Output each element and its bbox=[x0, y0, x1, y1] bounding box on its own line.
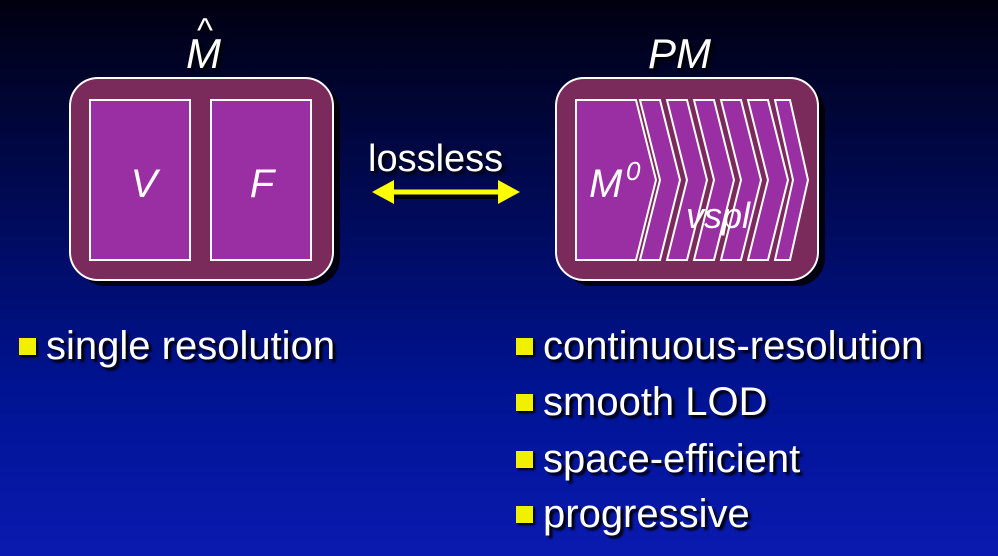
lossless-label: lossless bbox=[368, 138, 504, 180]
bullet-text: single resolution bbox=[46, 324, 336, 368]
progressive-mesh-title: PM bbox=[648, 30, 711, 77]
bullet-text: progressive bbox=[543, 492, 750, 536]
vsplit-chevron bbox=[638, 99, 682, 261]
bullet-square-icon bbox=[19, 337, 36, 355]
vsplit-chevron bbox=[692, 99, 736, 261]
hat-accent: ^ bbox=[197, 12, 213, 50]
mesh-panel: V F bbox=[69, 77, 340, 286]
bullet-square-icon bbox=[516, 337, 533, 355]
base-mesh-superscript: 0 bbox=[626, 156, 641, 186]
vsplit-chevron bbox=[719, 99, 763, 261]
faces-cell bbox=[210, 99, 312, 261]
bullet-item: continuous-resolution bbox=[516, 326, 923, 366]
progressive-mesh-panel: M 0 vspl bbox=[555, 77, 825, 286]
base-mesh-cell bbox=[575, 99, 658, 261]
bullet-item: single resolution bbox=[19, 326, 335, 366]
bullet-text: smooth LOD bbox=[543, 380, 768, 424]
bullet-item: progressive bbox=[516, 494, 750, 534]
lossless-double-arrow bbox=[372, 180, 520, 204]
vertices-cell bbox=[89, 99, 191, 261]
bullet-text: space-efficient bbox=[543, 437, 801, 481]
vsplit-label: vspl bbox=[686, 195, 751, 236]
mesh-title: M bbox=[186, 30, 221, 77]
base-mesh-label: M bbox=[589, 162, 623, 206]
faces-label: F bbox=[250, 162, 277, 206]
vsplit-chevron bbox=[746, 99, 790, 261]
vsplit-chevron bbox=[773, 99, 810, 261]
bullet-square-icon bbox=[516, 393, 533, 411]
bullet-item: space-efficient bbox=[516, 439, 800, 479]
bullet-text: continuous-resolution bbox=[543, 324, 924, 368]
bullet-square-icon bbox=[516, 450, 533, 468]
vsplit-chevron bbox=[665, 99, 709, 261]
vertices-label: V bbox=[131, 162, 161, 206]
bullet-square-icon bbox=[516, 505, 533, 523]
bullet-item: smooth LOD bbox=[516, 382, 768, 422]
